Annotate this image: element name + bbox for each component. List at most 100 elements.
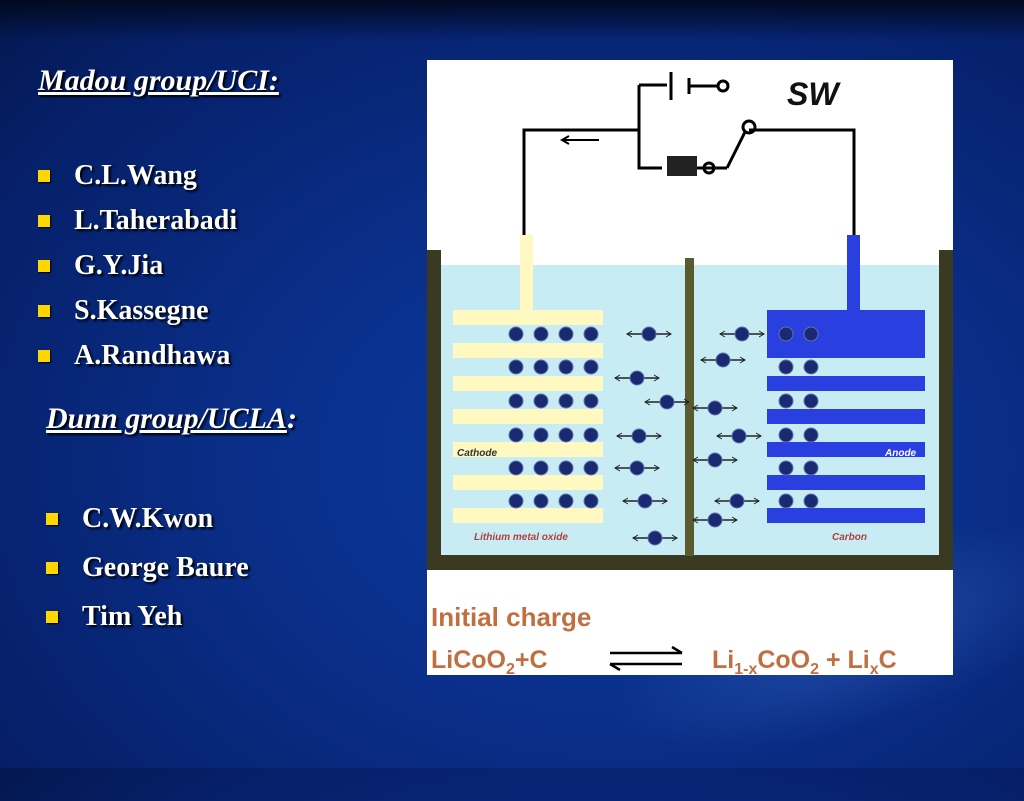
member-name: George Baure [82, 551, 249, 583]
lithium-ion-icon [803, 359, 819, 375]
lithium-ion-icon [692, 400, 738, 416]
lithium-ions [508, 326, 819, 546]
member-name: S.Kassegne [74, 294, 209, 326]
cathode-material-label: Lithium metal oxide [474, 532, 568, 543]
square-bullet-icon [46, 610, 58, 623]
lithium-ion-icon [558, 393, 574, 409]
list-item: George Baure [46, 543, 249, 592]
load-icon [667, 156, 697, 176]
lithium-ion-icon [558, 326, 574, 342]
square-bullet-icon [38, 304, 50, 317]
square-bullet-icon [38, 259, 50, 272]
switch-label: SW [787, 76, 841, 112]
lithium-ion-icon [803, 427, 819, 443]
square-bullet-icon [46, 561, 58, 574]
anode-label: Anode [884, 448, 917, 459]
lithium-ion-icon [626, 326, 672, 342]
square-bullet-icon [46, 512, 58, 525]
member-name: Tim Yeh [82, 600, 183, 632]
lithium-ion-icon [614, 370, 660, 386]
terminal-icon [716, 79, 730, 93]
dunn-heading-text: Dunn group/UCLA [46, 402, 287, 435]
cathode-plate [453, 310, 603, 325]
list-item: G.Y.Jia [38, 243, 237, 288]
anode-plate [767, 409, 925, 424]
square-bullet-icon [38, 214, 50, 227]
battery-diagram: SW Cathode Ano [427, 60, 953, 675]
cathode-plate [453, 475, 603, 490]
lithium-ion-icon [778, 427, 794, 443]
equation-left: LiCoO2+C [431, 646, 548, 675]
anode-block [767, 315, 925, 345]
cathode-plate [453, 508, 603, 523]
equation-right: Li1-xCoO2 + LixC [712, 646, 897, 675]
lithium-ion-icon [558, 493, 574, 509]
lithium-ion-icon [644, 394, 690, 410]
lithium-ion-icon [714, 493, 760, 509]
lithium-ion-icon [583, 326, 599, 342]
lithium-ion-icon [558, 427, 574, 443]
lithium-ion-icon [508, 493, 524, 509]
lithium-ion-icon [692, 512, 738, 528]
lithium-ion-icon [778, 393, 794, 409]
circuit-wires [522, 83, 856, 235]
list-item: S.Kassegne [38, 288, 237, 333]
lithium-ion-icon [616, 428, 662, 444]
lithium-ion-icon [803, 460, 819, 476]
square-bullet-icon [38, 349, 50, 362]
list-item: L.Taherabadi [38, 198, 237, 243]
lithium-ion-icon [508, 460, 524, 476]
lithium-ion-icon [778, 326, 794, 342]
lithium-ion-icon [692, 452, 738, 468]
wire-right [749, 128, 856, 235]
lithium-ion-icon [803, 393, 819, 409]
dunn-heading: Dunn group/UCLA: [46, 402, 297, 436]
cathode-plate [453, 376, 603, 391]
lithium-ion-icon [700, 352, 746, 368]
battery-diagram-svg: SW Cathode Ano [427, 72, 953, 675]
dunn-member-list: C.W.Kwon George Baure Tim Yeh [46, 494, 249, 641]
equilibrium-arrows-icon [609, 645, 683, 672]
cathode-plate [453, 442, 603, 457]
caption-title: Initial charge [431, 602, 591, 632]
lithium-ion-icon [583, 393, 599, 409]
anode-plate [767, 376, 925, 391]
list-item: Tim Yeh [46, 592, 249, 641]
anode-lead [847, 235, 860, 310]
list-item: C.W.Kwon [46, 494, 249, 543]
madou-member-list: C.L.Wang L.Taherabadi G.Y.Jia S.Kassegne… [38, 153, 237, 378]
lithium-ion-icon [558, 460, 574, 476]
list-item: C.L.Wang [38, 153, 237, 198]
cathode-plates [453, 310, 603, 523]
switch-contact-icon [741, 119, 757, 135]
lithium-ion-icon [778, 493, 794, 509]
cathode-plate [453, 343, 603, 358]
lithium-ion-icon [508, 326, 524, 342]
lithium-ion-icon [533, 460, 549, 476]
cathode-plate [453, 409, 603, 424]
member-name: C.W.Kwon [82, 502, 214, 534]
lithium-ion-icon [614, 460, 660, 476]
battery-symbol-icon [669, 72, 717, 100]
dunn-heading-colon: : [286, 402, 297, 435]
lithium-ion-icon [803, 326, 819, 342]
anode-plate [767, 508, 925, 523]
lithium-ion-icon [533, 326, 549, 342]
lithium-ion-icon [508, 393, 524, 409]
lithium-ion-icon [803, 493, 819, 509]
lithium-ion-icon [533, 393, 549, 409]
lithium-ion-icon [533, 427, 549, 443]
lithium-ion-icon [632, 530, 678, 546]
lithium-ion-icon [508, 427, 524, 443]
lithium-ion-icon [583, 427, 599, 443]
separator [685, 258, 694, 556]
load-contact-icon [702, 161, 716, 175]
member-name: L.Taherabadi [74, 204, 238, 236]
cathode-lead [520, 235, 533, 310]
list-item: A.Randhawa [38, 333, 237, 378]
member-name: G.Y.Jia [74, 249, 164, 281]
anode-plate [767, 475, 925, 490]
lithium-ion-icon [533, 493, 549, 509]
anode-plate [767, 442, 925, 457]
square-bullet-icon [38, 169, 50, 182]
